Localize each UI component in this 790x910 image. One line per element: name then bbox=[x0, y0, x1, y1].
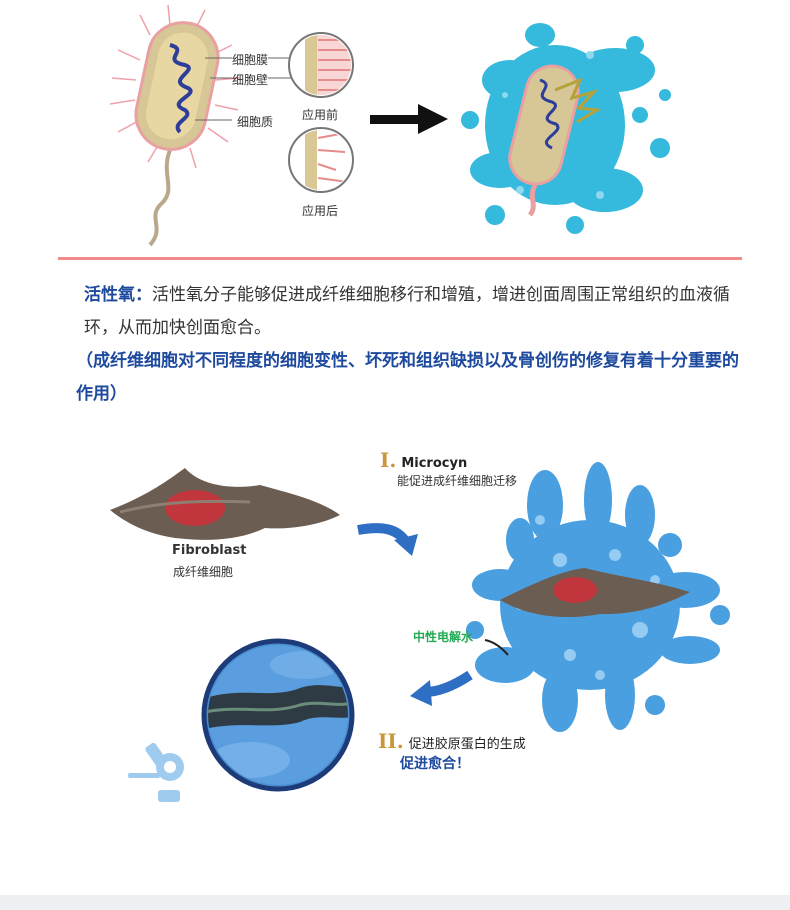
section-divider bbox=[58, 257, 742, 260]
step-1-product: Microcyn bbox=[401, 456, 467, 471]
label-before: 应用前 bbox=[302, 106, 338, 123]
step-1-title: I. Microcyn bbox=[380, 448, 467, 472]
fibroblast-note: （成纤维细胞对不同程度的细胞变性、坏死和组织缺损以及骨创伤的修复有着十分重要的作… bbox=[76, 345, 744, 411]
description-body: 活性氧分子能够促进成纤维细胞移行和增殖，增进创面周围正常组织的血液循环，从而加快… bbox=[84, 285, 730, 338]
footer-band bbox=[0, 895, 790, 910]
description-block: 活性氧：活性氧分子能够促进成纤维细胞移行和增殖，增进创面周围正常组织的血液循环，… bbox=[84, 279, 744, 411]
label-cell-membrane: 细胞膜 bbox=[232, 51, 268, 68]
label-neutral-water: 中性电解水 bbox=[413, 628, 473, 645]
step-2-title: II. 促进胶原蛋白的生成 bbox=[378, 729, 526, 753]
step-2-number: II. bbox=[378, 729, 404, 753]
bacteria-diagram bbox=[0, 0, 790, 255]
fibroblast-diagram bbox=[0, 430, 790, 830]
step-1-desc: 能促进成纤维细胞迁移 bbox=[397, 472, 517, 489]
step-2-result: 促进愈合！ bbox=[400, 753, 470, 773]
step-2-desc: 促进胶原蛋白的生成 bbox=[409, 737, 526, 752]
label-cell-wall: 细胞壁 bbox=[232, 71, 268, 88]
step-1-number: I. bbox=[380, 448, 396, 472]
label-fibroblast-cn: 成纤维细胞 bbox=[173, 563, 233, 580]
label-cytoplasm: 细胞质 bbox=[237, 113, 273, 130]
label-fibroblast-en: Fibroblast bbox=[172, 543, 246, 558]
active-oxygen-heading: 活性氧： bbox=[84, 285, 152, 305]
description-paragraph: 活性氧：活性氧分子能够促进成纤维细胞移行和增殖，增进创面周围正常组织的血液循环，… bbox=[84, 279, 744, 345]
label-after: 应用后 bbox=[302, 202, 338, 219]
